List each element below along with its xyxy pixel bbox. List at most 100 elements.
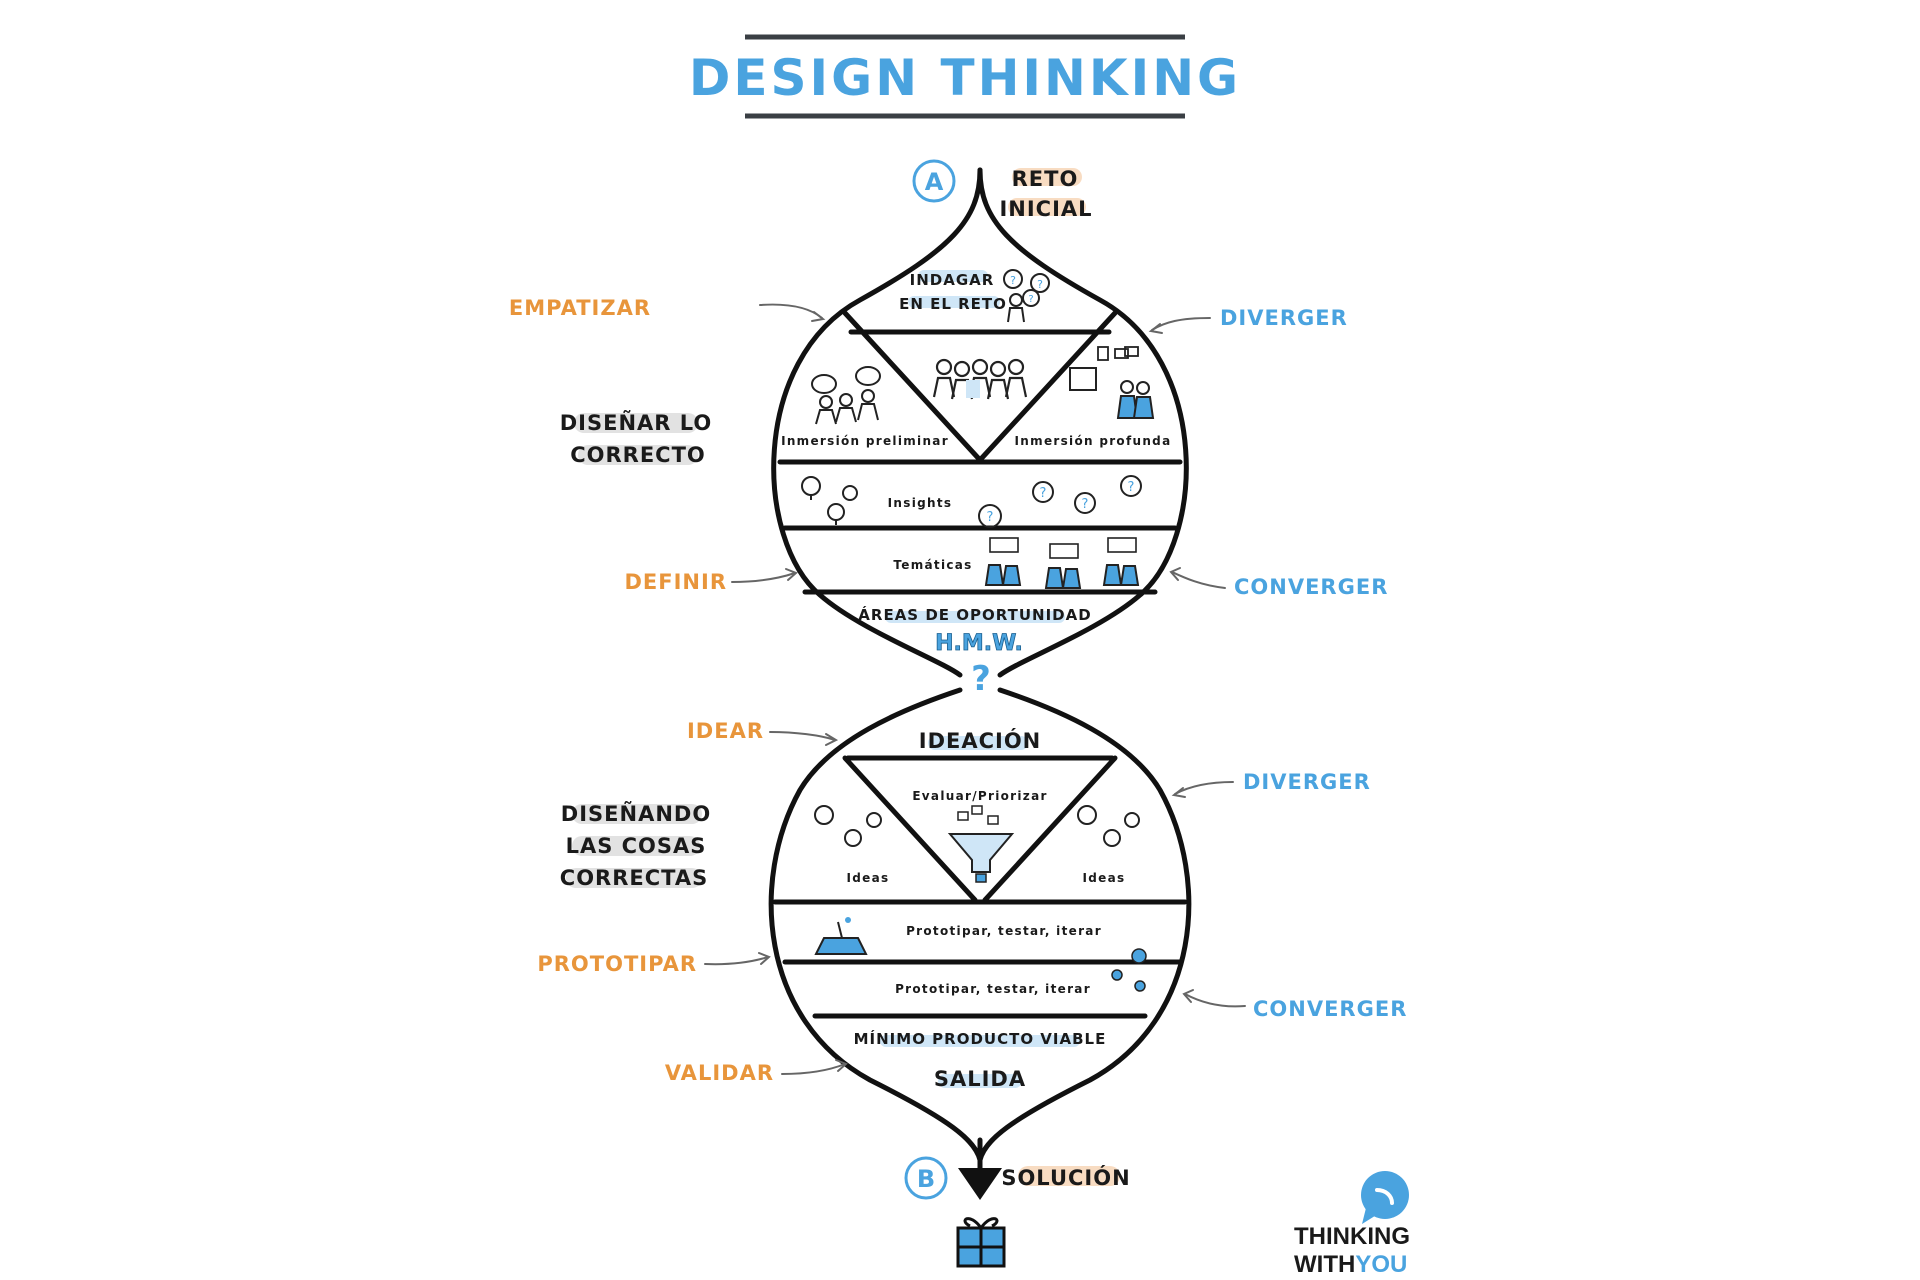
mvp-highlight: [880, 1035, 1080, 1047]
indagar-line2: EN EL RETO: [899, 295, 1007, 313]
end-marker: B SOLUCIÓN: [904, 1156, 1130, 1268]
start-marker: A RETO INICIAL: [912, 159, 1092, 221]
lower-lobe-left: [768, 687, 983, 1163]
divider-v-left: [842, 310, 983, 463]
double-diamond-shape: [768, 167, 1192, 1200]
arrow-validar: [781, 1063, 846, 1075]
svg-text:?: ?: [987, 510, 994, 525]
question-mark: ?: [971, 659, 991, 699]
label-diverger-1: DIVERGER: [1220, 306, 1348, 330]
gift-icon: [956, 1217, 1006, 1268]
ideas-right-label: Ideas: [1083, 871, 1126, 885]
gears-icon: [1111, 948, 1147, 992]
brand-you: YOU: [1355, 1251, 1407, 1278]
exit-arrowhead: [958, 1168, 1002, 1200]
tematicas-label: Temáticas: [893, 558, 972, 572]
disenando-line3: CORRECTAS: [560, 866, 708, 890]
arrowhead-converger-1: [1169, 567, 1181, 581]
label-definir: DEFINIR: [625, 570, 728, 594]
arrowhead-validar: [835, 1059, 848, 1072]
label-prototipar: PROTOTIPAR: [537, 952, 697, 976]
questioning-person-icon: ? ? ?: [1003, 269, 1050, 323]
arrowhead-converger-2: [1182, 989, 1194, 1003]
label-idear: IDEAR: [687, 719, 764, 743]
label-empatizar: EMPATIZAR: [509, 296, 651, 320]
disenar-line1-highlight: [574, 413, 698, 433]
marker-b-circle: [904, 1156, 948, 1200]
ideacion-highlight: [928, 736, 1028, 750]
lower-diamond-content: IDEACIÓN Evaluar/Priorizar Ideas Ideas P…: [814, 728, 1147, 1091]
evaluar-label: Evaluar/Priorizar: [912, 789, 1047, 803]
prototype-tools-icon: [814, 917, 868, 955]
inmersion-profunda-label: Inmersión profunda: [1015, 434, 1172, 448]
team-people-icon: [932, 358, 1028, 400]
label-converger-1: CONVERGER: [1234, 575, 1388, 599]
upper-diamond-content: INDAGAR EN EL RETO ? ? ?: [781, 269, 1172, 699]
indagar-line1: INDAGAR: [910, 271, 995, 289]
reto-highlight: [1012, 168, 1082, 186]
indagar-highlight: [918, 270, 988, 282]
brand-line1: THINKING: [1294, 1223, 1410, 1250]
conversation-people-icon: [811, 366, 881, 425]
arrowhead-prototipar: [758, 952, 771, 965]
lightbulbs-right-icon: [1077, 805, 1140, 847]
arrow-empatizar: [759, 303, 823, 319]
research-presentation-icon: [1069, 346, 1155, 419]
upper-lobe-left: [771, 167, 983, 678]
prototipar-2-label: Prototipar, testar, iterar: [895, 982, 1091, 996]
svg-text:?: ?: [1128, 480, 1135, 495]
disenar-line2: CORRECTO: [570, 443, 706, 467]
right-phase-labels: DIVERGER CONVERGER DIVERGER CONVERGER: [1148, 306, 1407, 1021]
hmw-label: H.M.W.: [935, 631, 1023, 656]
arrow-idear: [769, 731, 836, 741]
areas-highlight: [885, 611, 1065, 623]
arrowhead-definir: [785, 568, 798, 581]
disenando-line2: LAS COSAS: [566, 834, 707, 858]
title-block: DESIGN THINKING: [689, 34, 1241, 119]
label-validar: VALIDAR: [665, 1061, 774, 1085]
arrow-prototipar: [704, 956, 769, 966]
divider-funnel-right: [982, 755, 1118, 903]
svg-text:?: ?: [1082, 497, 1089, 512]
inicial-highlight: [1008, 198, 1086, 216]
upper-lobe-right: [977, 167, 1189, 678]
page-title: DESIGN THINKING: [689, 49, 1241, 107]
inmersion-preliminar-label: Inmersión preliminar: [781, 434, 949, 448]
arrowhead-empatizar: [811, 311, 826, 322]
solucion-label: SOLUCIÓN: [1001, 1165, 1130, 1190]
en-el-reto-highlight: [908, 296, 1000, 308]
question-bubbles-icon: ? ? ? ?: [978, 475, 1142, 528]
marker-a-letter: A: [925, 168, 944, 196]
brand-line2: WITHYOU: [1294, 1251, 1407, 1278]
lightbulbs-left-icon: [814, 805, 882, 847]
team-clusters-icon: [984, 537, 1140, 589]
disenando-line1: DISEÑANDO: [561, 801, 711, 826]
arrow-converger-2: [1184, 993, 1246, 1008]
lightbulbs-icon: [801, 476, 858, 525]
svg-text:?: ?: [1028, 294, 1033, 305]
brand-logo: THINKING WITHYOU: [1294, 1171, 1410, 1278]
salida-label: SALIDA: [934, 1067, 1026, 1091]
solucion-highlight: [1018, 1166, 1120, 1186]
lower-lobe-right: [977, 687, 1192, 1163]
inicial-label: INICIAL: [999, 197, 1092, 221]
label-diverger-2: DIVERGER: [1243, 770, 1371, 794]
brand-with: WITH: [1294, 1251, 1355, 1278]
divider-funnel-left: [842, 755, 978, 903]
svg-text:?: ?: [1010, 274, 1016, 287]
disenando-line1-highlight: [572, 804, 702, 824]
label-converger-2: CONVERGER: [1253, 997, 1407, 1021]
arrow-converger-1: [1171, 571, 1226, 589]
funnel-icon: [947, 805, 1015, 883]
arrowhead-diverger-2: [1171, 787, 1186, 798]
disenando-line2-highlight: [572, 836, 700, 856]
arrowhead-diverger-1: [1148, 323, 1163, 334]
insights-label: Insights: [888, 496, 953, 510]
marker-a-circle: [912, 159, 956, 203]
svg-text:?: ?: [1040, 486, 1047, 501]
reto-label: RETO: [1012, 167, 1079, 191]
group-label-disenar: DISEÑAR LO CORRECTO: [560, 410, 712, 467]
speech-bubble-icon: [1361, 1171, 1409, 1224]
disenando-line3-highlight: [566, 868, 702, 888]
